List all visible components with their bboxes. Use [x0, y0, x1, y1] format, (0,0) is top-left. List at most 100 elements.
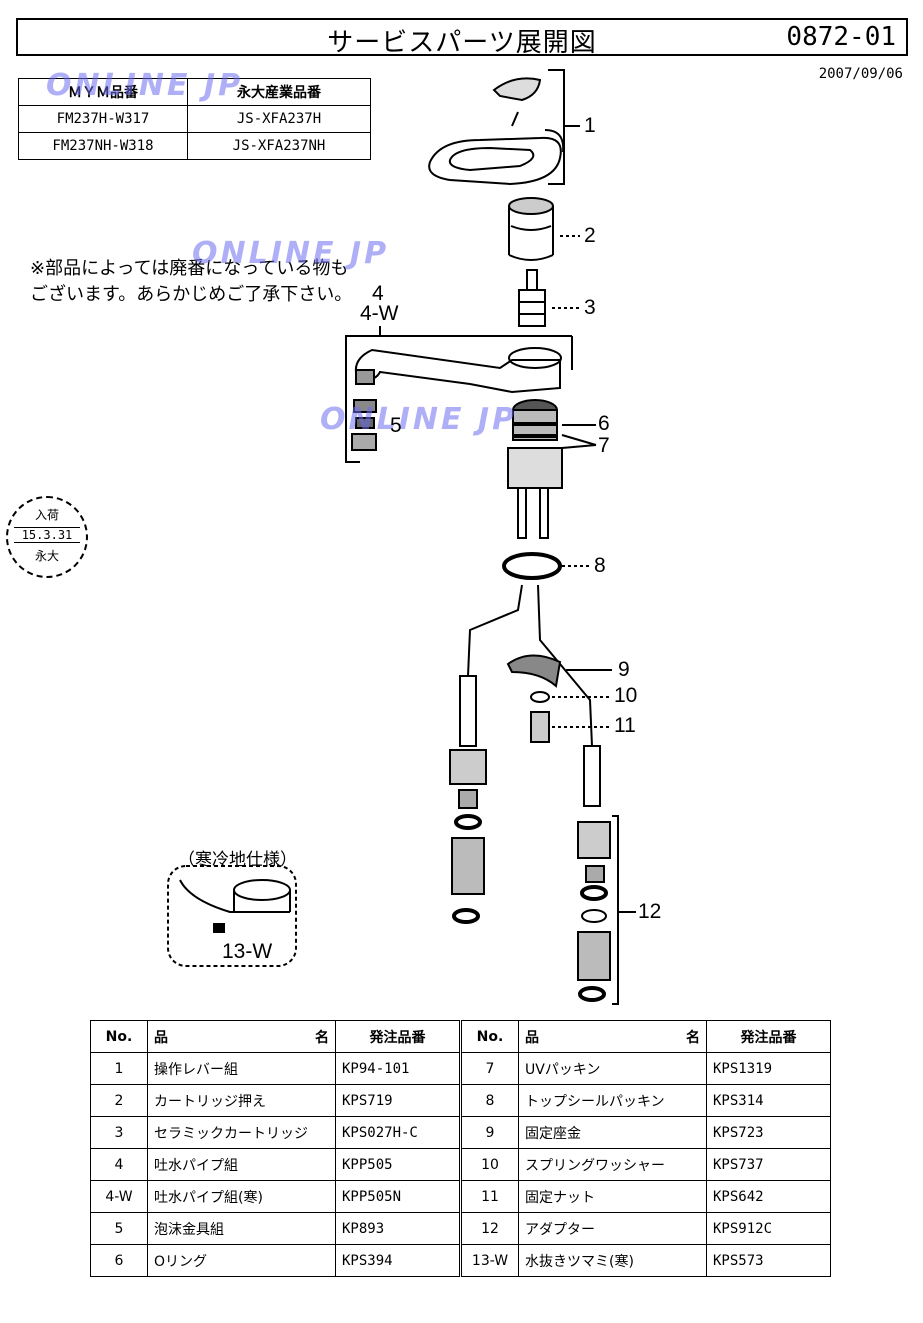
col-header-name: 品 名 [518, 1020, 707, 1053]
model-eidai-code: JS-XFA237NH [187, 132, 371, 160]
part-code: KPP505 [335, 1148, 460, 1181]
exploded-diagram [167, 69, 636, 1005]
model-mym-code: FM237NH-W318 [18, 132, 188, 160]
part-no: 10 [461, 1148, 519, 1181]
part-code: KPS314 [706, 1084, 831, 1117]
callout-3: 3 [584, 296, 596, 319]
part-no: 2 [90, 1084, 148, 1117]
ceramic-cartridge-drawing [518, 269, 546, 327]
watermark-text: ONLINE JP [192, 236, 390, 271]
received-stamp: 入荷 15.3.31 永大 [6, 496, 88, 578]
aerator-drawing [351, 399, 377, 451]
callout-2: 2 [584, 224, 596, 247]
right-hose-drawing [583, 745, 601, 807]
part-name: Oリング [147, 1244, 336, 1277]
part-code: KPS573 [706, 1244, 831, 1277]
callout-8: 8 [594, 554, 606, 577]
part-no: 3 [90, 1116, 148, 1149]
part-name: カートリッジ押え [147, 1084, 336, 1117]
spring-washer-drawing [530, 691, 550, 703]
left-hose-drawing [459, 675, 477, 747]
callout-4: 4 [372, 282, 384, 305]
col-header-name: 品 名 [147, 1020, 336, 1053]
spout-pipe-drawing [354, 347, 562, 394]
adapter-stack-drawing [577, 821, 611, 1002]
callout-11: 11 [614, 714, 636, 737]
stamp-top: 入荷 [34, 508, 59, 522]
drain-knob-drawing [213, 923, 225, 933]
part-name: 泡沫金具組 [147, 1212, 336, 1245]
part-code: KPP505N [335, 1180, 460, 1213]
stamp-date: 15.3.31 [14, 527, 80, 543]
part-no: 13-W [461, 1244, 519, 1277]
model-row: FM237NH-W318 JS-XFA237NH [18, 132, 371, 160]
part-name: アダプター [518, 1212, 707, 1245]
part-code: KPS642 [706, 1180, 831, 1213]
col-header-no: No. [461, 1020, 519, 1053]
watermark-text: ONLINE JP [46, 68, 244, 103]
page-title: サービスパーツ展開図 [327, 28, 597, 58]
part-no: 7 [461, 1052, 519, 1085]
callout-1: 1 [584, 114, 596, 137]
cold-region-inset [167, 865, 297, 967]
callout-7: 7 [598, 434, 610, 457]
part-code: KPS394 [335, 1244, 460, 1277]
left-adapter-stack-drawing [449, 749, 487, 924]
model-table: ＭＹＭ品番 永大産業品番 FM237H-W317 JS-XFA237H FM23… [18, 78, 371, 160]
part-name: スプリングワッシャー [518, 1148, 707, 1181]
col-header-code: 発注品番 [706, 1020, 831, 1053]
col-header-code: 発注品番 [335, 1020, 460, 1053]
part-code: KPS719 [335, 1084, 460, 1117]
part-name: 操作レバー組 [147, 1052, 336, 1085]
callout-5: 5 [390, 414, 402, 437]
part-no: 4 [90, 1148, 148, 1181]
part-no: 11 [461, 1180, 519, 1213]
part-name: 固定座金 [518, 1116, 707, 1149]
col-header-no: No. [90, 1020, 148, 1053]
col-header-name-left: 品 [525, 1029, 539, 1046]
watermark-text: ONLINE JP [320, 402, 518, 437]
part-name: 吐水パイプ組 [147, 1148, 336, 1181]
part-no: 9 [461, 1116, 519, 1149]
part-name: 水抜きツマミ(寒) [518, 1244, 707, 1277]
note-line: ございます。あらかじめご了承下さい。 [30, 284, 353, 305]
note-line: ※部品によっては廃番になっている物も [30, 258, 349, 279]
part-code: KPS723 [706, 1116, 831, 1149]
part-name: 吐水パイプ組(寒) [147, 1180, 336, 1213]
part-no: 6 [90, 1244, 148, 1277]
lever-handle-drawing [428, 77, 565, 186]
part-code: KP94-101 [335, 1052, 460, 1085]
part-code: KP893 [335, 1212, 460, 1245]
model-eidai-code: JS-XFA237H [187, 105, 371, 133]
callout-12: 12 [638, 900, 662, 923]
callout-9: 9 [618, 658, 630, 681]
fixing-washer-drawing [506, 654, 562, 688]
fixing-nut-drawing [530, 711, 550, 743]
callout-13w: 13-W [222, 940, 273, 963]
model-header-eidai: 永大産業品番 [187, 78, 371, 106]
part-name: 固定ナット [518, 1180, 707, 1213]
part-no: 5 [90, 1212, 148, 1245]
cartridge-cover-drawing [508, 197, 554, 261]
col-header-name-right: 名 [315, 1029, 329, 1046]
disclaimer-note: ※部品によっては廃番になっている物も ございます。あらかじめご了承下さい。 [30, 256, 352, 308]
part-no: 12 [461, 1212, 519, 1245]
col-header-name-left: 品 [154, 1029, 168, 1046]
callout-4w: 4-W [360, 302, 399, 325]
part-no: 1 [90, 1052, 148, 1085]
part-code: KPS1319 [706, 1052, 831, 1085]
part-name: トップシールパッキン [518, 1084, 707, 1117]
